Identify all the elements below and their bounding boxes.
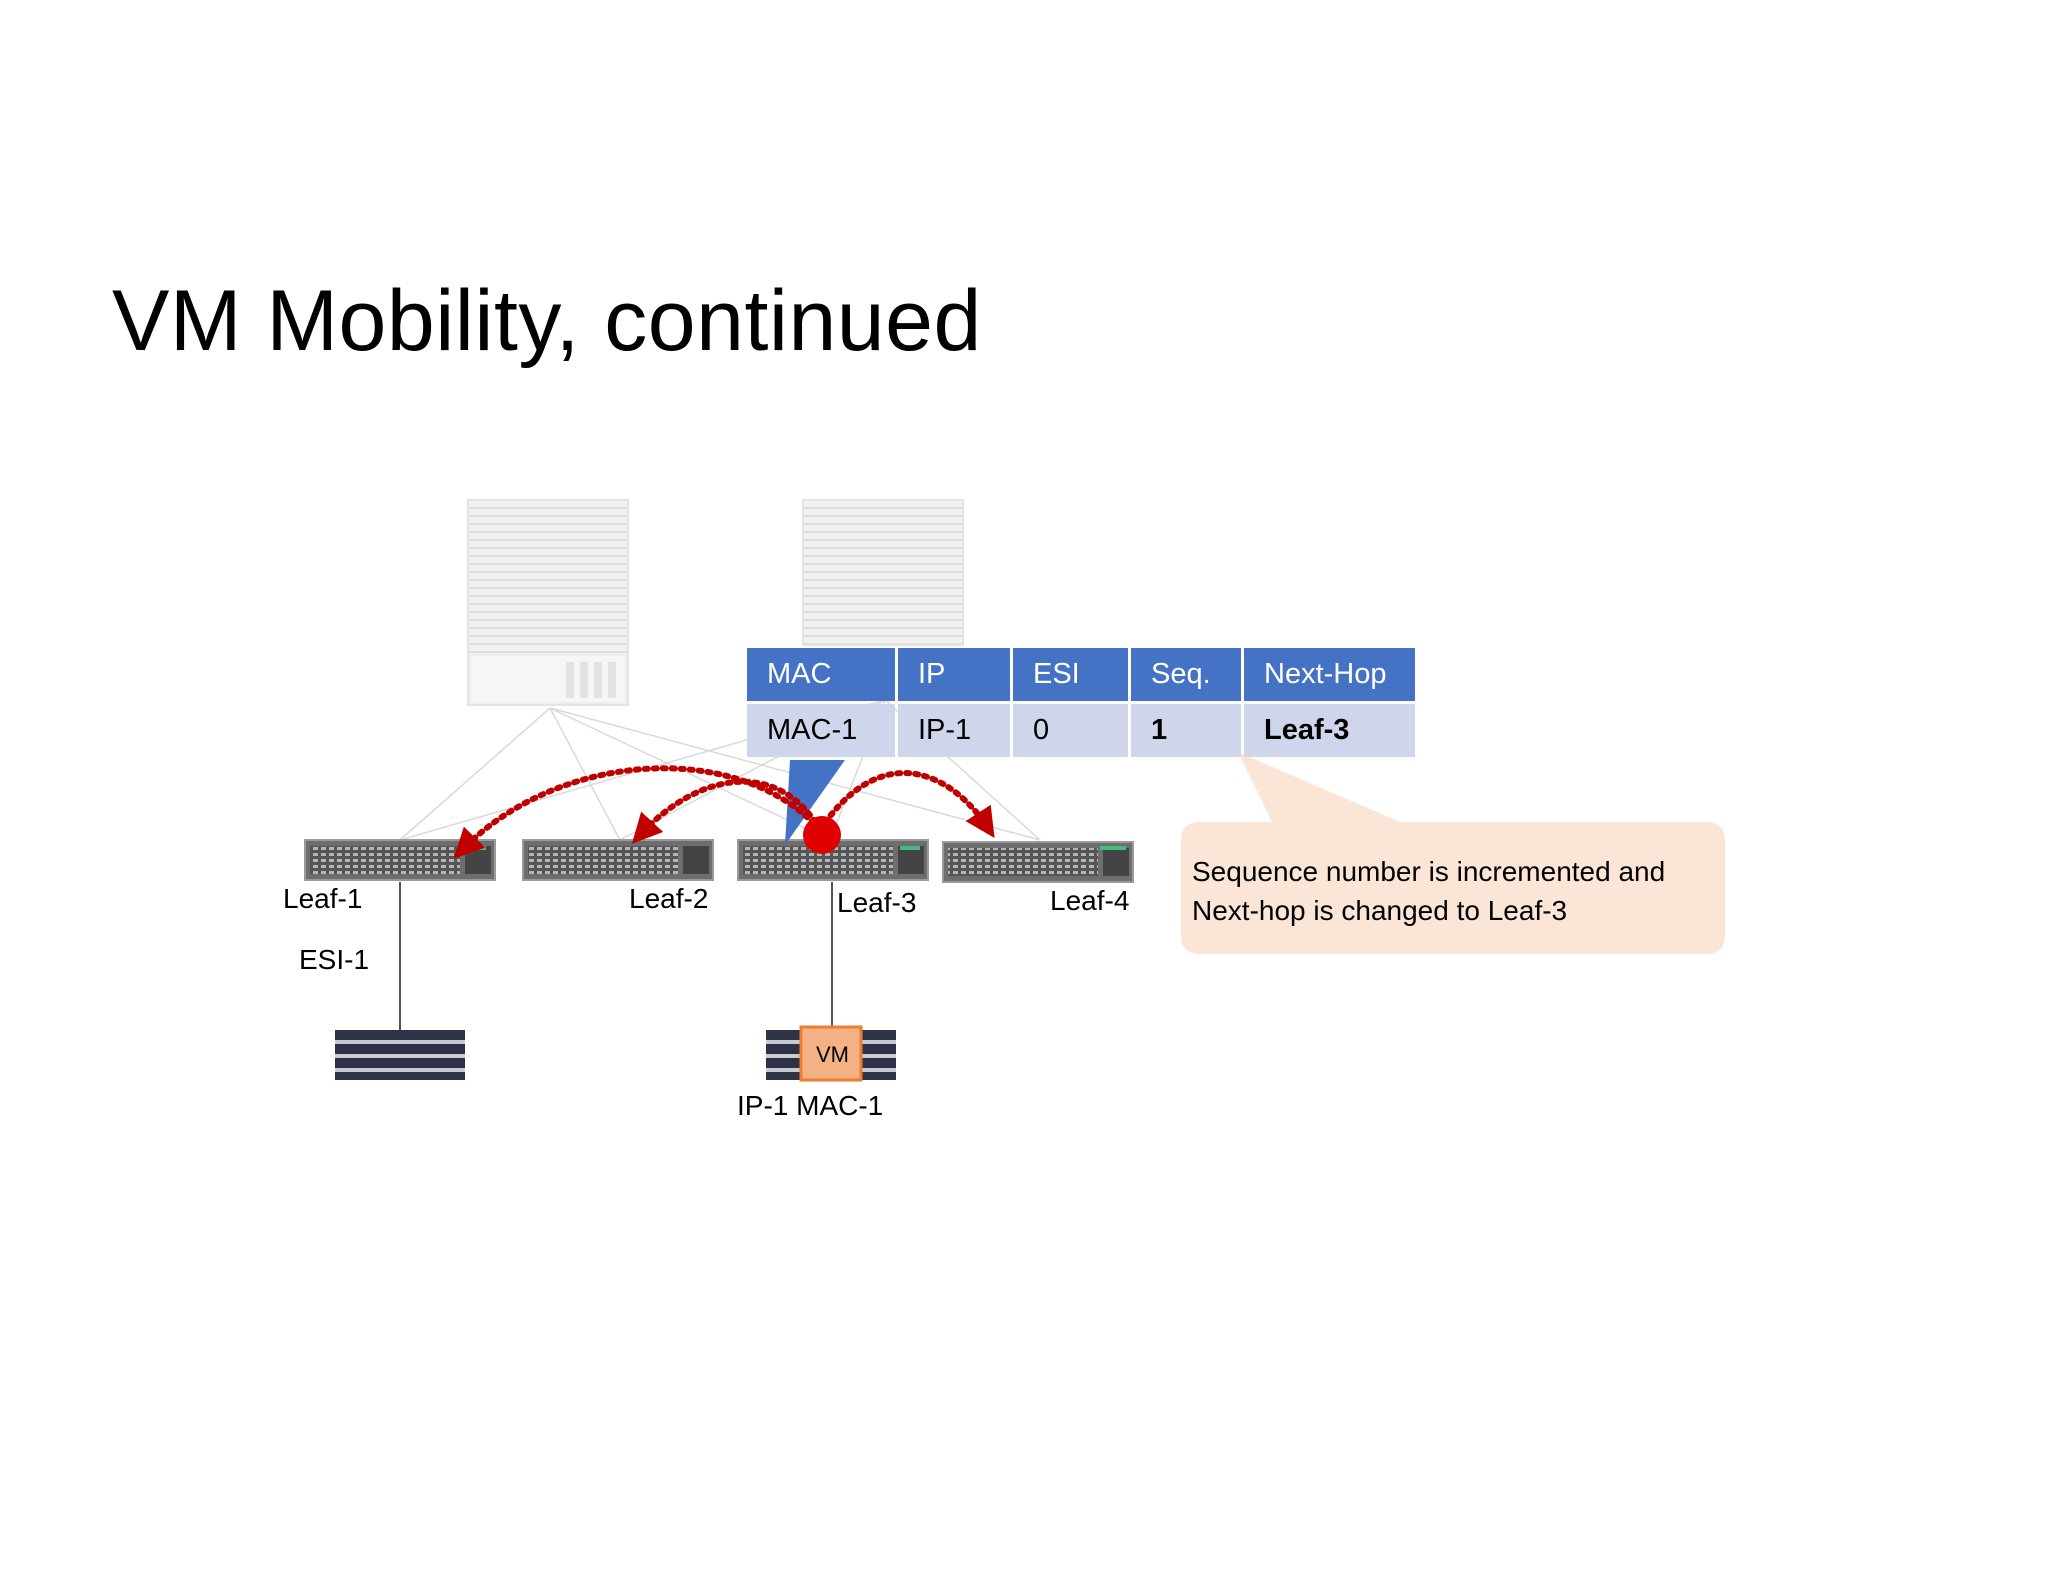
cell-mac: MAC-1: [747, 704, 895, 757]
evpn-route-table: MAC IP ESI Seq. Next-Hop MAC-1 IP-1 0 1 …: [744, 645, 1418, 760]
cell-ip: IP-1: [898, 704, 1010, 757]
col-ip-header: IP: [898, 648, 1010, 701]
origin-point: [803, 816, 841, 854]
slide-title: VM Mobility, continued: [112, 273, 982, 369]
leaf-2-label: Leaf-2: [629, 883, 709, 914]
leaf-4-label: Leaf-4: [1050, 885, 1130, 916]
callout-text: Sequence number is incremented and Next-…: [1192, 852, 1752, 930]
col-nexthop-header: Next-Hop: [1244, 648, 1415, 701]
col-seq-header: Seq.: [1131, 648, 1241, 701]
spine-switch-1: [467, 499, 629, 706]
leaf-switch-3: [737, 839, 929, 881]
cell-nexthop: Leaf-3: [1244, 704, 1415, 757]
cell-esi: 0: [1013, 704, 1128, 757]
leaf-1-label: Leaf-1: [283, 883, 363, 914]
cell-seq: 1: [1131, 704, 1241, 757]
server-esi: [335, 1030, 465, 1080]
callout-bubble: [1181, 752, 1725, 954]
vm-label: VM: [816, 1042, 849, 1067]
col-mac-header: MAC: [747, 648, 895, 701]
table-pointer: [785, 760, 845, 845]
col-esi-header: ESI: [1013, 648, 1128, 701]
callout-line-1: Sequence number is incremented and: [1192, 856, 1666, 887]
table-row: MAC-1 IP-1 0 1 Leaf-3: [747, 704, 1415, 757]
leaf-switch-4: [942, 841, 1134, 883]
host-address-label: IP-1 MAC-1: [737, 1090, 884, 1121]
advertisement-arrows: [453, 765, 995, 859]
table-header-row: MAC IP ESI Seq. Next-Hop: [747, 648, 1415, 701]
leaf-3-label: Leaf-3: [837, 887, 917, 918]
leaf-switch-2: [522, 839, 714, 881]
vm-box: [799, 1025, 863, 1082]
esi-label: ESI-1: [299, 944, 370, 975]
callout-line-2: Next-hop is changed to Leaf-3: [1192, 895, 1568, 926]
spine-switch-2: [802, 499, 964, 646]
